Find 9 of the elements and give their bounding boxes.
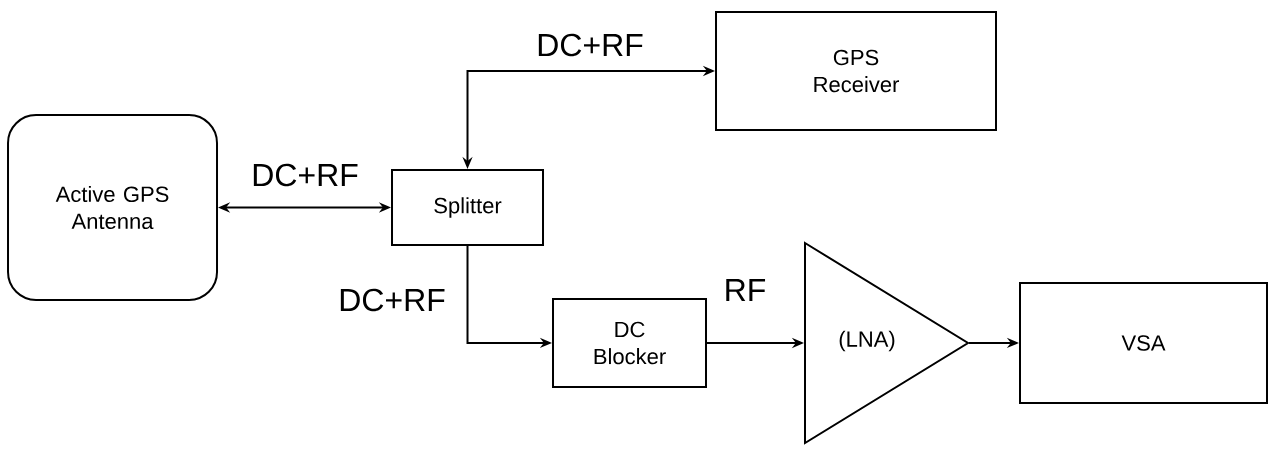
analyzer-box: VSA	[1019, 282, 1268, 404]
edge-label: DC+RF	[250, 162, 360, 188]
edge-label: DC+RF	[337, 287, 447, 313]
blocker-box: DC Blocker	[552, 298, 707, 388]
receiver-box: GPS Receiver	[715, 11, 997, 131]
edge-label: DC+RF	[535, 32, 645, 58]
edge-label: RF	[722, 278, 768, 302]
splitter-box: Splitter	[391, 169, 544, 246]
antenna-box: Active GPS Antenna	[7, 114, 218, 301]
